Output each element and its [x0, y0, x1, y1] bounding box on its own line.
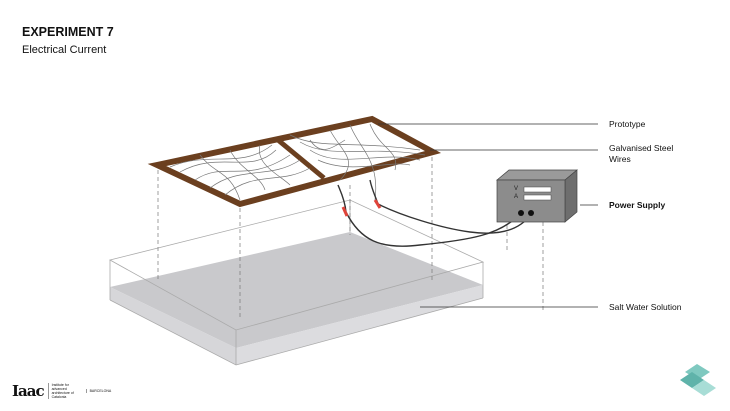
iaac-logo: Iaac Institute for advanced architecture…: [12, 382, 111, 400]
label-leader-lines: [378, 123, 598, 308]
projection-lines: [157, 157, 544, 318]
label-wires-line2: Wires: [609, 154, 631, 164]
ampere-label: A: [514, 194, 519, 200]
terminal-negative: [518, 210, 524, 216]
prototype-frame: [147, 115, 442, 208]
voltage-label: V: [514, 186, 519, 192]
logo-city: BARCELONA: [85, 389, 111, 393]
label-prototype: Prototype: [609, 119, 646, 129]
page-subtitle: Electrical Current: [22, 44, 107, 56]
crocodile-clips: [341, 199, 382, 217]
power-supply-box: [496, 169, 578, 223]
label-salt-water: Salt Water Solution: [609, 302, 682, 312]
label-wires-line1: Galvanised Steel: [609, 143, 674, 153]
logo-institute-text: Institute for advanced architecture of C…: [47, 383, 82, 399]
logo-mark: Iaac: [12, 382, 45, 400]
page-title: EXPERIMENT 7: [22, 25, 114, 39]
voltage-display: [523, 186, 552, 193]
decorative-cube-icon: [680, 364, 716, 396]
salt-water-tank: [108, 199, 485, 366]
terminal-positive: [528, 210, 534, 216]
label-power-supply: Power Supply: [609, 200, 666, 210]
ampere-display: [523, 194, 552, 201]
